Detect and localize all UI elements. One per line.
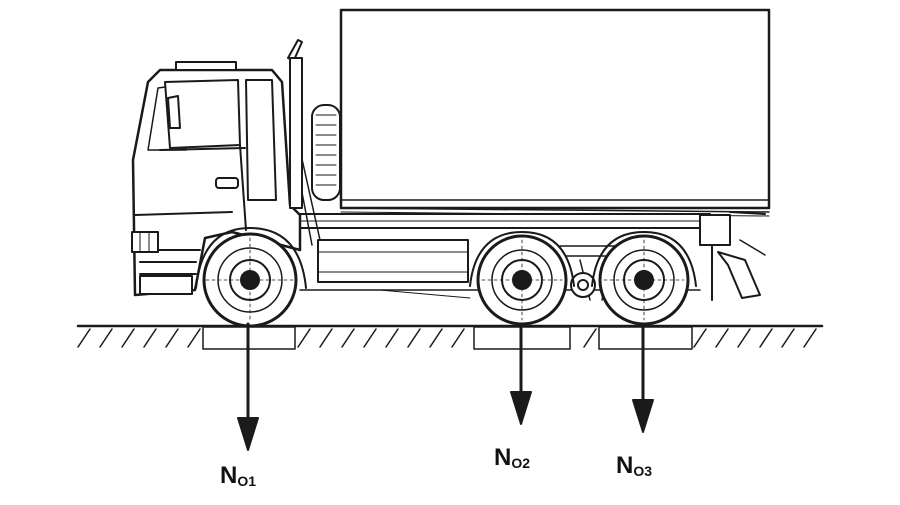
force-label-o2: NO2 xyxy=(494,444,530,472)
ground-hatch-mark xyxy=(143,328,157,348)
cargo-box xyxy=(339,8,771,217)
force-label-o1-subscript: O1 xyxy=(237,473,257,489)
ground-hatch-mark xyxy=(737,328,751,348)
ground-hatch-mark xyxy=(407,328,421,348)
force-arrow-o3 xyxy=(632,322,654,433)
force-label-o3: NO3 xyxy=(616,452,652,480)
ground-hatch-mark xyxy=(341,328,355,348)
ground-hatch-mark xyxy=(363,328,377,348)
force-label-o2-subscript: O2 xyxy=(511,455,531,471)
ground-hatch-mark xyxy=(187,328,201,348)
ground-hatch-mark xyxy=(803,328,817,348)
support-pads xyxy=(202,326,693,350)
force-label-o2-name: N xyxy=(494,444,512,471)
ground-hatch-mark xyxy=(319,328,333,348)
rear-tail-equipment xyxy=(699,211,766,301)
ground-hatch-mark xyxy=(121,328,135,348)
ground-hatch-mark xyxy=(759,328,773,348)
ground-hatch-mark xyxy=(451,328,465,348)
ground-hatch-mark xyxy=(99,328,113,348)
force-label-o3-subscript: O3 xyxy=(633,463,653,479)
ground-hatch-mark xyxy=(583,328,597,348)
ground-hatch-mark xyxy=(77,328,91,348)
force-label-o3-name: N xyxy=(616,452,634,479)
ground-hatch-mark xyxy=(385,328,399,348)
ground-hatch-mark xyxy=(693,328,707,348)
force-label-o1: NO1 xyxy=(220,462,256,490)
front-wheel xyxy=(195,227,307,328)
ground-hatch-mark xyxy=(165,328,179,348)
force-label-o1-name: N xyxy=(220,462,238,489)
force-arrow-o2 xyxy=(510,322,532,425)
ground-hatch-mark xyxy=(297,328,311,348)
force-arrow-o1 xyxy=(237,322,259,451)
middle-wheel xyxy=(469,231,575,326)
ground-hatch-mark xyxy=(715,328,729,348)
ground-hatch-mark xyxy=(781,328,795,348)
ground-hatch-mark xyxy=(429,328,443,348)
ground-line xyxy=(76,324,824,348)
rear-wheel xyxy=(591,231,697,326)
